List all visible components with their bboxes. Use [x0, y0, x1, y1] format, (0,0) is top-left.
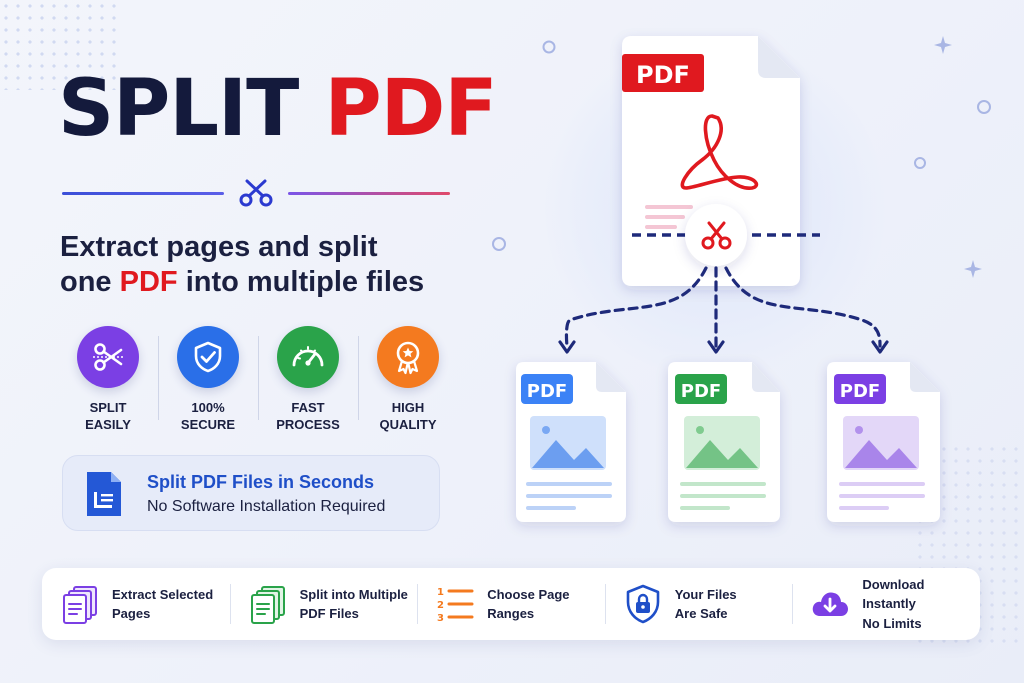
pdf-label: PDF	[636, 61, 690, 89]
feature-icon-circle	[377, 326, 439, 388]
shield-check-icon	[194, 341, 222, 373]
pdf-label-badge	[622, 54, 704, 92]
feature-icon-circle	[177, 326, 239, 388]
numbered-list-icon: 1 2 3	[437, 587, 474, 624]
document-icon	[87, 472, 121, 516]
output-pdf-green: PDF	[668, 362, 780, 522]
title-split: SPLIT	[58, 64, 299, 154]
ring-decoration	[914, 157, 926, 169]
sparkle-icon	[934, 36, 982, 278]
feature-fast-process: FAST PROCESS	[258, 322, 358, 432]
feature-high-quality: HIGH QUALITY	[358, 322, 458, 432]
svg-text:1: 1	[437, 587, 444, 598]
stacked-pages-icon	[63, 586, 97, 624]
ring-decoration	[977, 100, 991, 114]
feature-list: SPLIT EASILY 100% SECURE	[58, 322, 458, 432]
ring-decoration	[542, 40, 556, 54]
bar-item-page-ranges: 1 2 3 Choose Page Ranges	[417, 568, 605, 640]
promo-subtitle: No Software Installation Required	[147, 498, 386, 515]
scissors-icon	[239, 179, 273, 207]
bar-item-download: Download Instantly No Limits	[792, 568, 980, 640]
scissors-icon	[93, 343, 123, 371]
svg-text:PDF: PDF	[681, 381, 721, 402]
bottom-feature-bar: Extract Selected Pages Split into Multip…	[42, 568, 980, 640]
ring-decoration	[492, 237, 506, 251]
feature-icon-circle	[77, 326, 139, 388]
promo-title: Split PDF Files in Seconds	[147, 472, 375, 492]
acrobat-icon	[680, 114, 759, 190]
bar-item-split-multiple: Split into Multiple PDF Files	[229, 568, 418, 640]
speedometer-icon	[292, 346, 324, 367]
promo-card: Split PDF Files in Seconds No Software I…	[62, 455, 440, 531]
award-badge-icon	[396, 341, 420, 375]
subtitle: Extract pages and split one PDF into mul…	[60, 231, 425, 299]
source-pdf-document	[622, 36, 800, 286]
scissors-icon	[701, 221, 732, 250]
title-divider	[62, 178, 452, 208]
bar-item-safe: Your Files Are Safe	[604, 568, 793, 640]
split-arrows	[564, 266, 882, 348]
feature-icon-circle	[277, 326, 339, 388]
split-illustration: PDF PDF PDF	[492, 36, 991, 522]
feature-secure: 100% SECURE	[158, 322, 258, 432]
title-pdf: PDF	[324, 64, 497, 154]
svg-text:PDF: PDF	[527, 381, 567, 402]
bar-item-extract: Extract Selected Pages	[42, 568, 230, 640]
output-pdf-blue: PDF	[516, 362, 626, 522]
svg-text:PDF: PDF	[840, 381, 880, 402]
svg-text:2: 2	[437, 600, 444, 611]
dot-pattern-top-left	[0, 0, 120, 90]
cloud-download-icon	[813, 592, 849, 616]
feature-split-easily: SPLIT EASILY	[58, 322, 158, 432]
multiple-files-icon	[250, 586, 285, 624]
shield-lock-icon	[626, 584, 660, 624]
page-title: SPLIT PDF	[58, 70, 498, 148]
output-pdf-purple: PDF	[827, 362, 940, 522]
svg-text:3: 3	[437, 613, 444, 624]
